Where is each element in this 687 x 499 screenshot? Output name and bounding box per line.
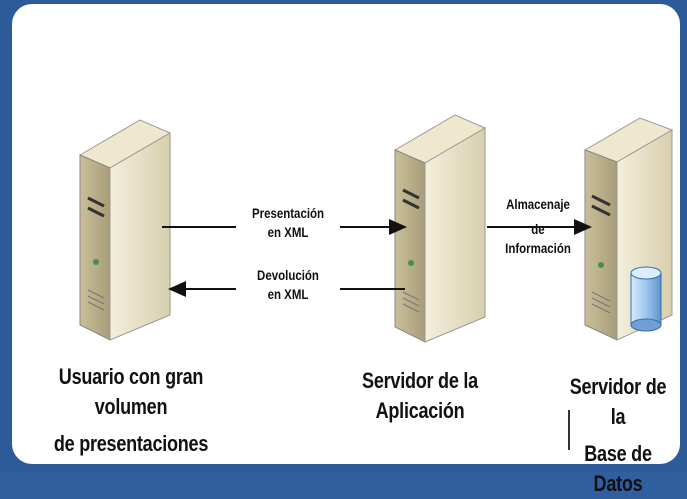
- user-node-label-line2: de presentaciones: [53, 431, 209, 457]
- devolucion-label-line2: en XML: [267, 285, 309, 302]
- almacenaje-label-line2: de: [531, 220, 545, 237]
- user-server-icon: [78, 119, 172, 341]
- diagram-canvas: [78, 114, 674, 343]
- almacenaje-label-line3: Información: [505, 239, 571, 256]
- diagram-frame: [12, 4, 680, 464]
- app-server-label: Servidor de la Aplicación: [322, 366, 519, 425]
- almacenaje-label-line1: Almacenaje: [506, 196, 570, 212]
- db-server-label-line2: Base de Datos: [584, 441, 652, 497]
- presentacion-label-line1: Presentación: [251, 205, 325, 221]
- presentacion-label-line2: en XML: [267, 223, 309, 240]
- db-server-label-line1: Servidor de la: [569, 374, 667, 429]
- app-server-icon: [393, 114, 487, 343]
- presentacion-label: Presentación en XML: [239, 204, 337, 242]
- devolucion-label: Devolución en XML: [239, 266, 337, 304]
- db-server-label: Servidor de la Base de Datos: [561, 372, 676, 499]
- app-server-label-text: Servidor de la Aplicación: [362, 368, 478, 423]
- database-icon: [630, 266, 662, 332]
- text-cursor: [568, 410, 570, 450]
- devolucion-label-line1: Devolución: [257, 267, 319, 283]
- almacenaje-label: Almacenaje de Información: [490, 195, 585, 258]
- user-node-label: Usuario con gran volumen de presentacion…: [29, 362, 234, 459]
- user-node-label-line1: Usuario con gran volumen: [58, 364, 204, 419]
